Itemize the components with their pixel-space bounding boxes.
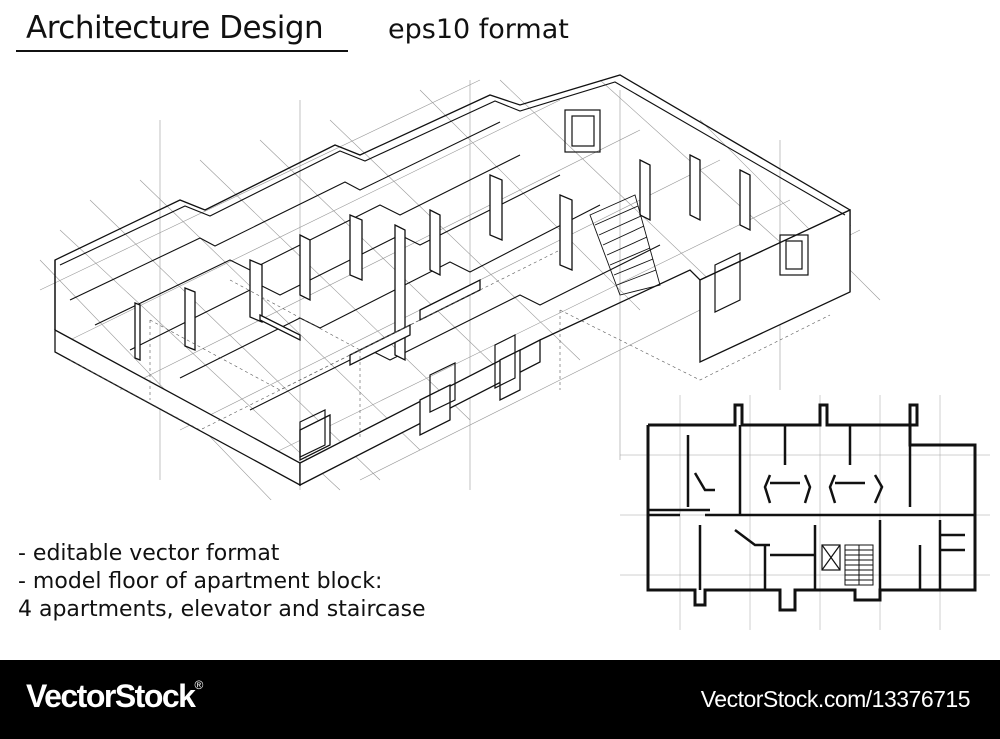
logo-text: VectorStock <box>26 678 196 714</box>
feature-item-model-floor: - model floor of apartment block: <box>18 569 383 594</box>
isometric-floor-drawing <box>39 74 881 500</box>
feature-item-apartments: 4 apartments, elevator and staircase <box>18 597 426 622</box>
floor-plan-drawing <box>620 395 990 630</box>
plan-elevator <box>821 544 841 571</box>
format-label: eps10 format <box>388 14 569 45</box>
staircase <box>589 194 661 296</box>
title-text: Architecture Design <box>26 10 324 46</box>
vectorstock-logo: VectorStock® <box>26 678 203 715</box>
window-openings <box>299 109 809 458</box>
feature-list: - editable vector format - model floor o… <box>18 540 426 624</box>
interior-partitions <box>134 153 751 462</box>
wall-tops <box>59 81 846 411</box>
title-underline <box>16 50 348 52</box>
plan-stairs <box>844 544 874 586</box>
registered-mark: ® <box>194 678 203 692</box>
image-url[interactable]: VectorStock.com/13376715 <box>700 686 971 712</box>
plan-partitions <box>648 425 975 590</box>
hidden-lines <box>69 249 831 440</box>
plan-walls <box>646 403 977 612</box>
plan-construction-lines <box>620 395 990 630</box>
feature-item-editable: - editable vector format <box>18 541 280 566</box>
footer-bar: VectorStock® VectorStock.com/13376715 <box>0 660 1000 739</box>
